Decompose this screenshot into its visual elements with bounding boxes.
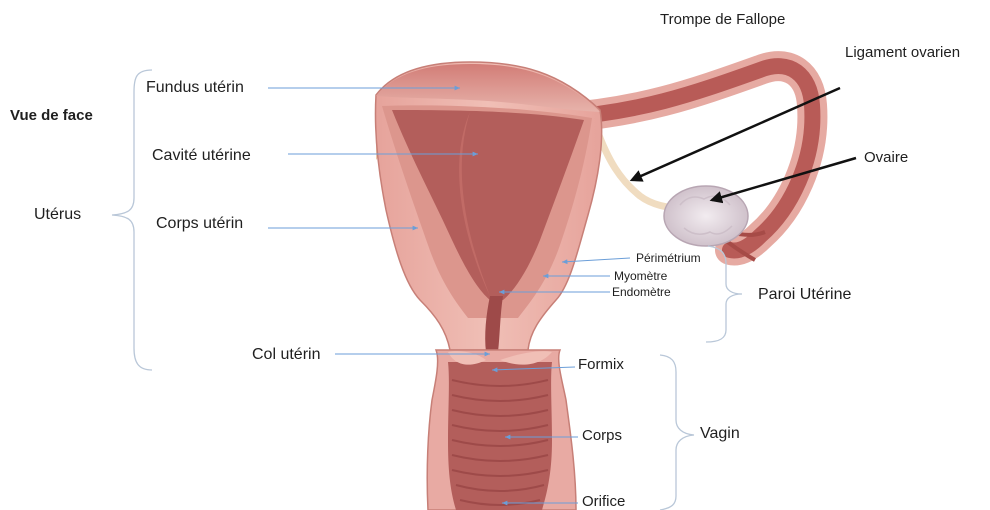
formix-label: Formix xyxy=(578,357,624,372)
perimetrium-label: Périmétrium xyxy=(636,252,701,264)
paroi-group-label: Paroi Utérine xyxy=(758,287,851,303)
uterus-group-label: Utérus xyxy=(34,207,81,223)
orifice-label: Orifice xyxy=(582,494,625,509)
vagin-brace xyxy=(660,355,694,510)
fallopian-tube-label: Trompe de Fallope xyxy=(660,12,785,27)
corps-label: Corps xyxy=(582,428,622,443)
view-label: Vue de face xyxy=(10,108,93,123)
ligament-label: Ligament ovarien xyxy=(845,45,960,60)
cavity-label: Cavité utérine xyxy=(152,148,251,164)
ovary-label: Ovaire xyxy=(864,150,908,165)
uterus-brace xyxy=(112,70,152,370)
fundus-label: Fundus utérin xyxy=(146,80,244,96)
cervix-label: Col utérin xyxy=(252,347,320,363)
endometrium-label: Endomètre xyxy=(612,286,671,298)
ovarian-ligament xyxy=(597,130,680,208)
myometrium-label: Myomètre xyxy=(614,270,667,282)
ovary xyxy=(664,186,748,246)
vagin-group-label: Vagin xyxy=(700,426,740,442)
corps-uterin-label: Corps utérin xyxy=(156,216,243,232)
